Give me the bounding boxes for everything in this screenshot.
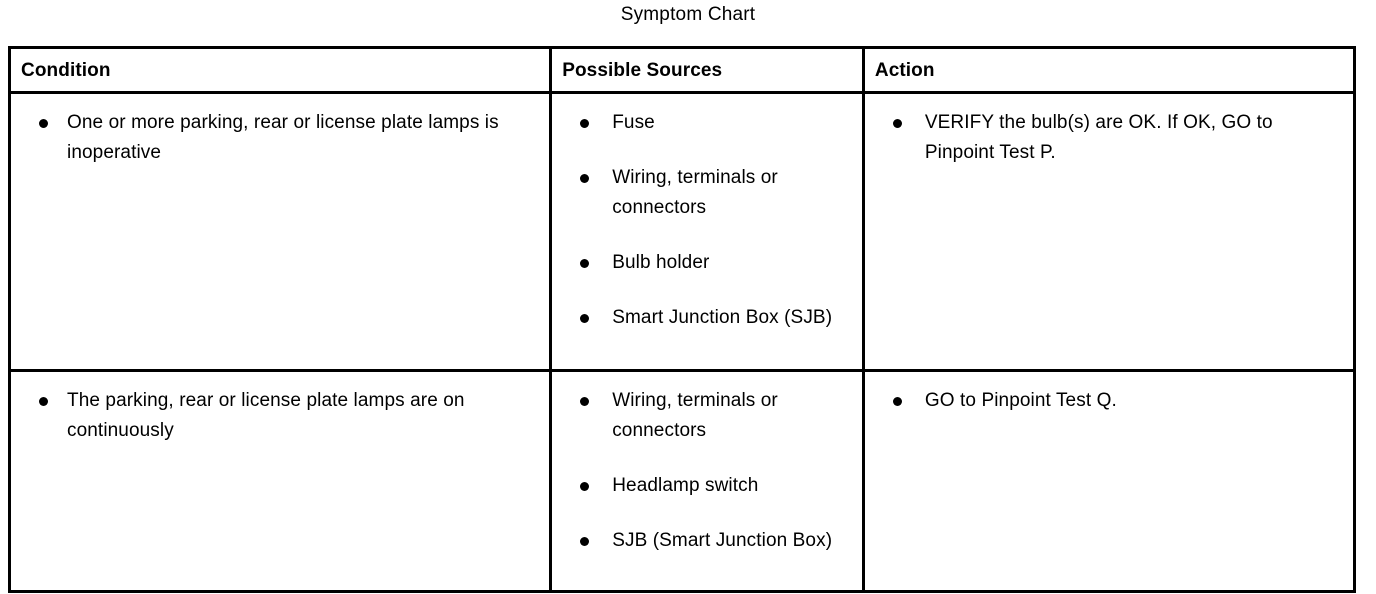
bullet-icon [580, 537, 590, 546]
list-item-label: SJB (Smart Junction Box) [612, 530, 833, 551]
cell-condition-1: One or more parking, rear or license pla… [7, 91, 553, 372]
bullet-icon [580, 482, 590, 491]
bullet-icon [892, 119, 902, 128]
list-item-label: GO to Pinpoint Test Q. [924, 390, 1117, 411]
sources-list-2: Wiring, terminals or connectors Headlamp… [552, 372, 862, 570]
list-item: Fuse [552, 108, 852, 138]
bullet-icon [580, 397, 590, 406]
column-header-possible-sources-label: Possible Sources [562, 60, 723, 81]
list-item-label: Wiring, terminals or connectors [612, 390, 778, 441]
list-item: One or more parking, rear or license pla… [11, 108, 539, 168]
column-header-action-label: Action [874, 60, 935, 81]
list-item: GO to Pinpoint Test Q. [865, 386, 1343, 416]
list-item-label: VERIFY the bulb(s) are OK. If OK, GO to … [924, 112, 1273, 163]
bullet-icon [580, 314, 590, 323]
table-row: One or more parking, rear or license pla… [7, 91, 1357, 372]
cell-possible-sources-1: Fuse Wiring, terminals or connectors Bul… [549, 91, 865, 372]
bullet-icon [580, 174, 590, 183]
list-item: Smart Junction Box (SJB) [552, 303, 852, 333]
list-item: VERIFY the bulb(s) are OK. If OK, GO to … [865, 108, 1343, 168]
condition-list-2: The parking, rear or license plate lamps… [11, 372, 549, 460]
cell-condition-2: The parking, rear or license plate lamps… [7, 369, 553, 593]
cell-possible-sources-2: Wiring, terminals or connectors Headlamp… [549, 369, 865, 593]
cell-action-1: VERIFY the bulb(s) are OK. If OK, GO to … [861, 91, 1357, 372]
list-item: SJB (Smart Junction Box) [552, 526, 852, 556]
list-item: The parking, rear or license plate lamps… [11, 386, 539, 446]
column-header-action: Action [861, 46, 1357, 94]
list-item-label: Smart Junction Box (SJB) [612, 307, 833, 328]
bullet-icon [580, 119, 590, 128]
list-item-label: Bulb holder [612, 252, 710, 273]
condition-list-1: One or more parking, rear or license pla… [11, 94, 549, 182]
list-item: Headlamp switch [552, 471, 852, 501]
table-header-row: Condition Possible Sources Action [7, 46, 1357, 94]
sources-list-1: Fuse Wiring, terminals or connectors Bul… [552, 94, 862, 347]
list-item: Bulb holder [552, 248, 852, 278]
list-item: Wiring, terminals or connectors [552, 163, 852, 223]
column-header-condition: Condition [7, 46, 553, 94]
column-header-possible-sources: Possible Sources [549, 46, 865, 94]
column-header-condition-label: Condition [21, 60, 111, 81]
list-item: Wiring, terminals or connectors [552, 386, 852, 446]
page-title: Symptom Chart [620, 4, 756, 25]
bullet-icon [580, 259, 590, 268]
list-item-label: Fuse [612, 112, 655, 133]
table-row: The parking, rear or license plate lamps… [7, 369, 1357, 593]
list-item-label: The parking, rear or license plate lamps… [67, 390, 465, 441]
list-item-label: One or more parking, rear or license pla… [67, 112, 499, 163]
bullet-icon [892, 397, 902, 406]
bullet-icon [39, 397, 48, 406]
action-list-1: VERIFY the bulb(s) are OK. If OK, GO to … [865, 94, 1353, 182]
symptom-chart-table: Condition Possible Sources Action One or… [7, 46, 1357, 593]
list-item-label: Headlamp switch [612, 475, 759, 496]
cell-action-2: GO to Pinpoint Test Q. [861, 369, 1357, 593]
bullet-icon [39, 119, 48, 128]
list-item-label: Wiring, terminals or connectors [612, 167, 778, 218]
action-list-2: GO to Pinpoint Test Q. [865, 372, 1353, 430]
